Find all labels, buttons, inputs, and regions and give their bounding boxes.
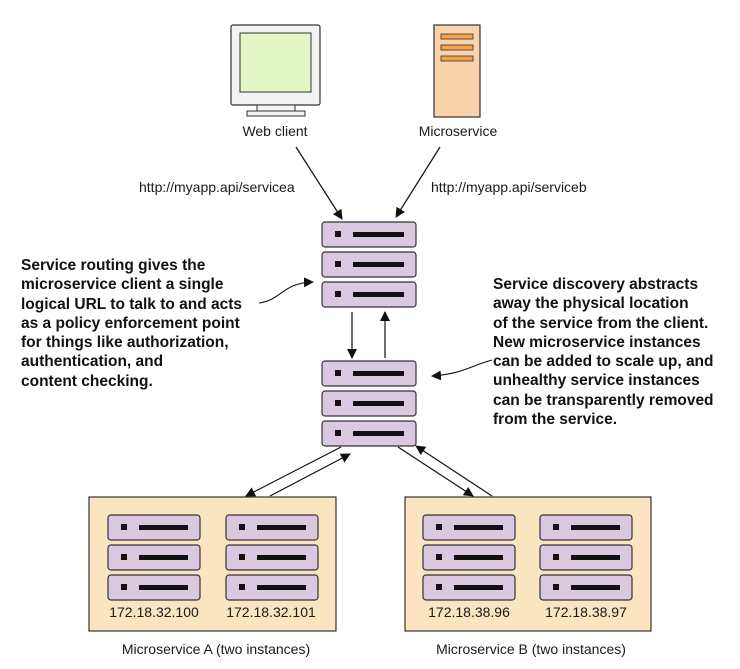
instance-b2-ip: 172.18.38.97 [545, 604, 627, 620]
server-led-icon [239, 584, 245, 590]
discovery-note-line: New microservice instances [493, 333, 701, 351]
instance-b1-stack [422, 514, 516, 601]
server-led-icon [436, 554, 442, 560]
server-drive-bar [454, 585, 503, 590]
server-led-icon [121, 584, 127, 590]
routing-note-line: for things like authorization, [21, 334, 229, 352]
server-led-icon [335, 370, 341, 376]
server-led-icon [335, 291, 341, 297]
server-drive-bar [139, 585, 188, 590]
arrow-microservice-to-gateway [395, 146, 441, 218]
instance-b1-ip: 172.18.38.96 [428, 604, 510, 620]
server-drive-bar [139, 525, 188, 530]
api-gateway-stack [321, 221, 417, 308]
arrow-group-a-to-discovery [269, 453, 351, 497]
server-drive-bar [454, 555, 503, 560]
server-led-icon [335, 400, 341, 406]
server-led-icon [121, 554, 127, 560]
server-drive-bar [571, 555, 620, 560]
routing-note-line: Service routing gives the [21, 257, 206, 274]
discovery-note-line: of the service from the client. [493, 314, 709, 332]
server-drive-bar [353, 232, 404, 237]
server-led-icon [436, 584, 442, 590]
instance-a1-ip: 172.18.32.100 [109, 604, 199, 620]
server-led-icon [553, 524, 559, 530]
arrow-group-b-to-discovery [415, 445, 493, 497]
server-led-icon [121, 524, 127, 530]
discovery-note-line: from the service. [493, 411, 618, 429]
service-routing-note: Service routing gives the microservice c… [21, 256, 242, 391]
arrow-discovery-to-group-b [397, 446, 474, 497]
routing-note-line: authentication, and [21, 353, 164, 371]
server-drive-bar [454, 525, 503, 530]
arrow-discovery-to-group-a [245, 446, 342, 497]
service-discovery-stack [321, 360, 417, 447]
routing-note-line: as a policy enforcement point [21, 314, 240, 332]
server-led-icon [335, 231, 341, 237]
server-drive-bar [571, 585, 620, 590]
server-led-icon [553, 554, 559, 560]
server-led-icon [553, 584, 559, 590]
service-discovery-note: Service discovery abstracts away the phy… [493, 275, 714, 429]
server-led-icon [335, 430, 341, 436]
web-client-label: Web client [242, 123, 307, 139]
instance-a2-stack [225, 514, 319, 601]
server-drive-bar [353, 431, 404, 436]
routing-callout-pointer [258, 277, 314, 304]
routing-note-line: logical URL to talk to and acts [21, 295, 243, 313]
arrow-webclient-to-gateway [295, 146, 343, 220]
routing-note-line: content checking. [21, 372, 153, 390]
instance-a1-stack [107, 514, 201, 601]
microservice-tower-icon [433, 24, 481, 118]
servicea-url-label: http://myapp.api/servicea [139, 179, 295, 195]
discovery-note-line: can be transparently removed [493, 391, 714, 409]
server-drive-bar [353, 292, 404, 297]
server-drive-bar [257, 555, 306, 560]
discovery-note-line: unhealthy service instances [493, 372, 700, 390]
server-drive-bar [257, 525, 306, 530]
instance-a2-ip: 172.18.32.101 [226, 604, 316, 620]
serviceb-url-label: http://myapp.api/serviceb [431, 179, 587, 195]
server-led-icon [335, 261, 341, 267]
group-b-label: Microservice B (two instances) [436, 641, 626, 657]
discovery-note-line: can be added to scale up, and [493, 353, 714, 371]
web-client-monitor-icon [230, 24, 321, 117]
server-led-icon [239, 554, 245, 560]
instance-b2-stack [539, 514, 633, 601]
server-drive-bar [571, 525, 620, 530]
server-drive-bar [139, 555, 188, 560]
discovery-note-line: Service discovery abstracts [493, 276, 699, 293]
discovery-callout-pointer [431, 359, 493, 381]
routing-note-line: microservice client a single [21, 276, 224, 294]
microservice-label: Microservice [419, 123, 498, 139]
server-drive-bar [353, 401, 404, 406]
server-led-icon [239, 524, 245, 530]
server-drive-bar [353, 371, 404, 376]
server-drive-bar [257, 585, 306, 590]
server-led-icon [436, 524, 442, 530]
server-drive-bar [353, 262, 404, 267]
group-a-label: Microservice A (two instances) [122, 641, 310, 657]
discovery-note-line: away the physical location [493, 295, 689, 313]
